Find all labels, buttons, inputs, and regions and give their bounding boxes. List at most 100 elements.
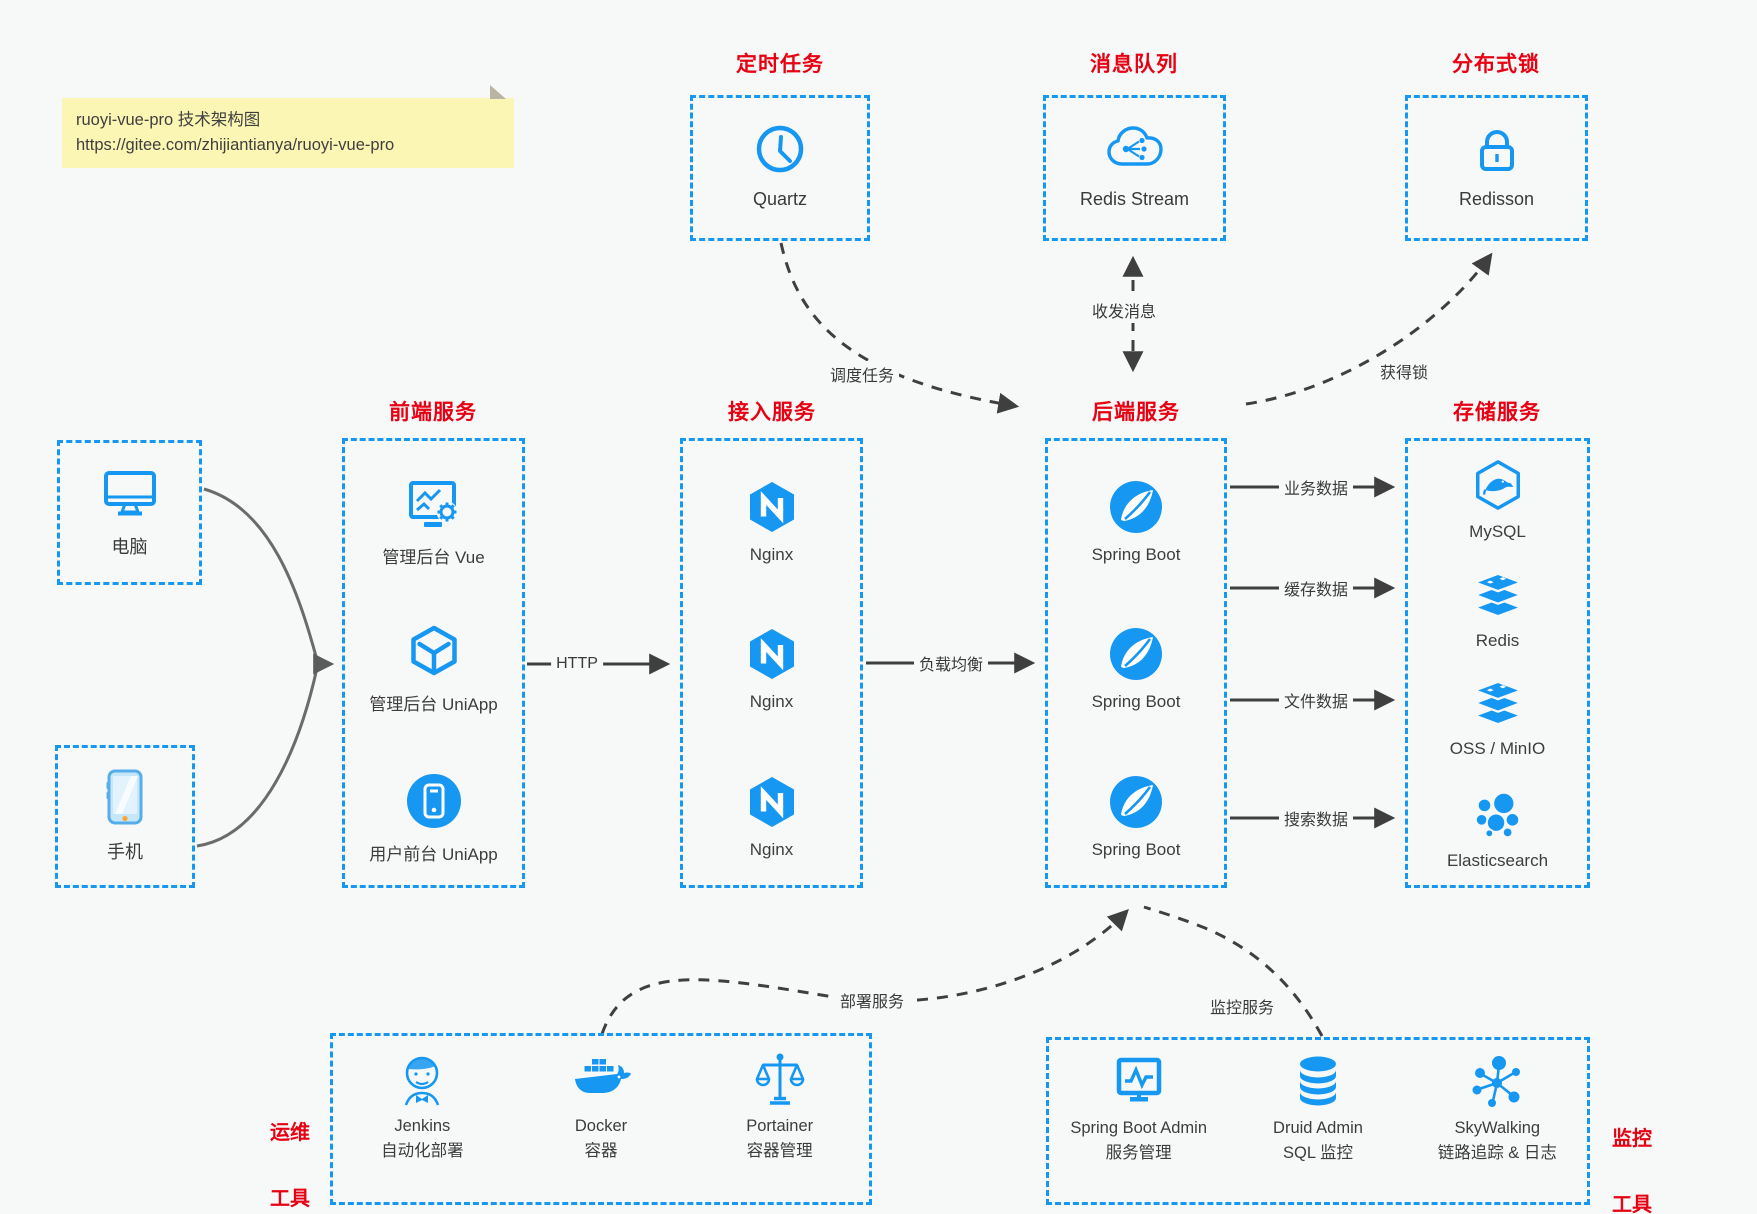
ops-item-portainer: Portainer 容器管理 [690, 1036, 869, 1202]
uniapp-cube-icon [406, 624, 462, 680]
gateway-item-1: Nginx [683, 479, 860, 565]
client-phone-label: 手机 [107, 842, 143, 862]
ops-item-docker: Docker 容器 [512, 1036, 691, 1202]
monitor-item-druid-label: Druid Admin [1273, 1119, 1363, 1137]
frontend-column-box: 管理后台 Vue 管理后台 UniApp 用户前台 UniApp [342, 438, 525, 888]
storage-item-redis: Redis [1408, 569, 1587, 651]
quartz-box: Quartz [690, 95, 870, 241]
frontend-item-uniapp-admin-label: 管理后台 UniApp [369, 695, 498, 714]
column-title-gateway: 接入服务 [728, 401, 816, 424]
gateway-item-3: Nginx [683, 774, 860, 860]
quartz-item: Quartz [693, 121, 867, 210]
monitor-item-druid-sublabel: SQL 监控 [1282, 1144, 1353, 1162]
edge-label-lock: 获得锁 [1374, 358, 1434, 384]
redis-stream-label: Redis Stream [1079, 189, 1190, 209]
frontend-item-uniapp-user: 用户前台 UniApp [345, 772, 522, 865]
user-uniapp-icon [405, 772, 463, 830]
ops-tools-box: Jenkins 自动化部署 Docker 容器 [330, 1033, 872, 1205]
admin-vue-icon [405, 477, 463, 533]
monitor-item-sbadmin-label: Spring Boot Admin [1070, 1119, 1207, 1137]
backend-item-3: Spring Boot [1048, 774, 1224, 860]
lock-icon [1469, 121, 1525, 177]
monitor-tools-box: Spring Boot Admin 服务管理 Druid Admin SQL 监… [1046, 1037, 1590, 1205]
edge-label-load-balance: 负载均衡 [913, 650, 989, 676]
cloud-stream-icon [1105, 121, 1165, 177]
edge-phone-frontend [196, 667, 319, 848]
edge-label-http: HTTP [551, 654, 603, 674]
monitor-item-sbadmin: Spring Boot Admin 服务管理 [1049, 1040, 1228, 1202]
note-title: ruoyi-vue-pro 技术架构图 [76, 111, 261, 129]
edge-label-message: 收发消息 [1086, 297, 1162, 323]
docker-icon [570, 1049, 632, 1109]
frontend-item-vue: 管理后台 Vue [345, 477, 522, 568]
group-title-distributed-lock: 分布式锁 [1452, 53, 1540, 76]
quartz-label: Quartz [752, 189, 808, 209]
redis-stream-item: Redis Stream [1046, 121, 1223, 210]
monitor-group-title: 监控 工具 [1612, 1128, 1652, 1214]
edge-lock [1245, 252, 1493, 406]
monitor-item-sbadmin-sublabel: 服务管理 [1105, 1144, 1172, 1162]
ops-item-docker-label: Docker [574, 1117, 628, 1135]
edge-schedule [779, 242, 1020, 414]
storage-stack-icon [1471, 677, 1525, 729]
edge-label-schedule: 调度任务 [824, 361, 900, 387]
gateway-item-1-label: Nginx [749, 545, 794, 564]
skywalking-icon [1468, 1053, 1526, 1111]
backend-column-box: Spring Boot Spring Boot Spring Boot [1045, 438, 1227, 888]
computer-icon [99, 465, 161, 521]
edge-label-deploy: 部署服务 [834, 987, 910, 1013]
backend-item-3-label: Spring Boot [1091, 840, 1181, 859]
jenkins-icon [394, 1049, 450, 1109]
redisson-box: Redisson [1405, 95, 1588, 241]
ops-item-jenkins-label: Jenkins [394, 1117, 451, 1135]
edge-deploy [600, 908, 1129, 1035]
storage-column-box: MySQL Redis [1405, 438, 1590, 888]
group-title-message-queue: 消息队列 [1090, 53, 1178, 76]
storage-item-elasticsearch: Elasticsearch [1408, 789, 1587, 871]
edge-label-search-data: 搜索数据 [1278, 805, 1354, 831]
gateway-item-3-label: Nginx [749, 840, 794, 859]
backend-item-2-label: Spring Boot [1091, 692, 1181, 711]
edge-label-business-data: 业务数据 [1278, 474, 1354, 500]
monitor-item-skywalking-label: SkyWalking [1454, 1119, 1541, 1137]
storage-item-oss-label: OSS / MinIO [1449, 739, 1546, 758]
edge-label-file-data: 文件数据 [1278, 687, 1354, 713]
ops-item-jenkins-sublabel: 自动化部署 [381, 1142, 464, 1160]
ops-group-title: 运维 工具 [270, 1122, 310, 1210]
spring-boot-icon [1108, 774, 1164, 830]
client-phone-item: 手机 [58, 768, 192, 864]
gateway-item-2-label: Nginx [749, 692, 794, 711]
edge-computer-frontend [203, 487, 319, 661]
edge-monitor [1143, 905, 1324, 1037]
storage-item-mysql: MySQL [1408, 458, 1587, 542]
edge-label-cache-data: 缓存数据 [1278, 575, 1354, 601]
ops-item-jenkins: Jenkins 自动化部署 [333, 1036, 512, 1202]
spring-boot-icon [1108, 479, 1164, 535]
group-title-scheduled-tasks: 定时任务 [736, 53, 824, 76]
monitor-item-skywalking-sublabel: 链路追踪 & 日志 [1437, 1144, 1557, 1162]
portainer-icon [752, 1049, 808, 1109]
sticky-note: ruoyi-vue-pro 技术架构图 https://gitee.com/zh… [62, 85, 514, 168]
column-title-frontend: 前端服务 [389, 401, 477, 424]
ops-item-docker-sublabel: 容器 [584, 1142, 618, 1160]
redis-stream-box: Redis Stream [1043, 95, 1226, 241]
edge-label-monitor: 监控服务 [1204, 993, 1280, 1019]
client-computer-label: 电脑 [111, 537, 148, 557]
note-fold-corner [490, 85, 506, 99]
ops-item-portainer-sublabel: 容器管理 [746, 1142, 813, 1160]
gateway-column-box: Nginx Nginx Nginx [680, 438, 863, 888]
gateway-item-2: Nginx [683, 626, 860, 712]
druid-icon [1290, 1053, 1346, 1111]
sb-admin-icon [1110, 1053, 1168, 1111]
nginx-icon [744, 774, 800, 830]
redis-stack-icon [1471, 569, 1525, 621]
monitor-item-druid: Druid Admin SQL 监控 [1228, 1040, 1407, 1202]
column-title-storage: 存储服务 [1453, 401, 1541, 424]
client-computer-box: 电脑 [57, 440, 202, 585]
backend-item-1-label: Spring Boot [1091, 545, 1181, 564]
redisson-label: Redisson [1458, 189, 1535, 209]
storage-item-mysql-label: MySQL [1469, 522, 1526, 541]
elasticsearch-icon [1471, 789, 1525, 841]
monitor-item-skywalking: SkyWalking 链路追踪 & 日志 [1408, 1040, 1587, 1202]
